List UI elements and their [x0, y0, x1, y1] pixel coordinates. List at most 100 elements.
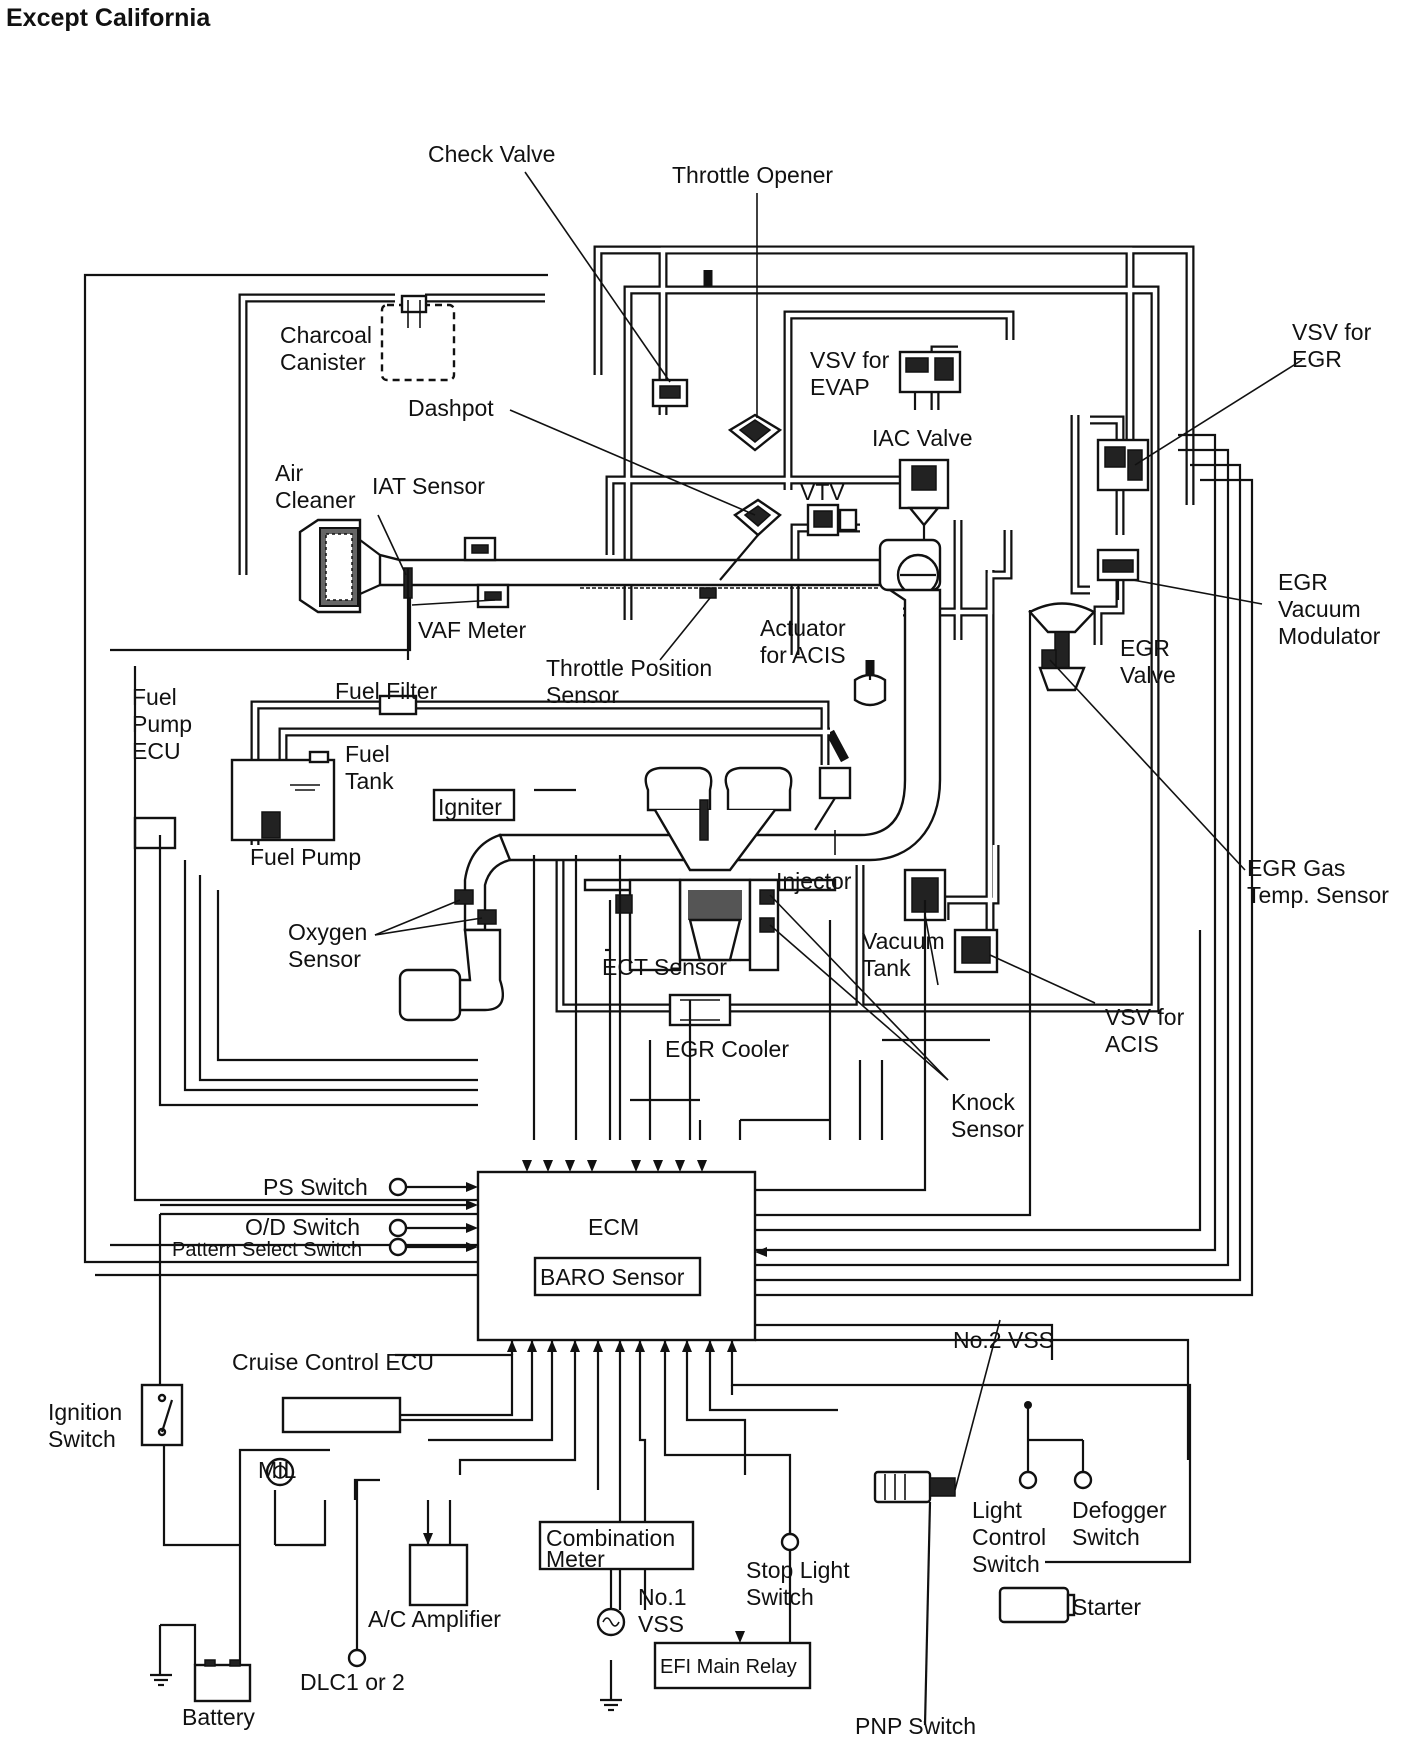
throttle-opener — [727, 413, 783, 452]
label-vtv: VTV — [800, 479, 845, 505]
fuel-filter — [378, 694, 418, 716]
label-dashpot: Dashpot — [408, 395, 494, 421]
label-actuator-acis-2: for ACIS — [760, 642, 846, 668]
egr-valve — [1028, 602, 1096, 692]
label-efi-main-relay: EFI Main Relay — [660, 1656, 797, 1678]
label-iat-sensor: IAT Sensor — [372, 473, 485, 499]
label-throttle-position-sensor-1: Throttle Position — [546, 655, 712, 681]
ecm-wiring — [83, 273, 1254, 1726]
label-no2-vss: No.2 VSS — [953, 1327, 1054, 1353]
label-fuel-filter: Fuel Filter — [335, 678, 438, 704]
combination-meter — [538, 1520, 695, 1571]
iac-valve — [898, 458, 950, 540]
knock-sensor — [759, 889, 775, 933]
label-fuel-tank-1: Fuel — [345, 741, 390, 767]
igniter — [432, 788, 516, 822]
baro-sensor — [533, 1256, 702, 1297]
mil-lamp — [265, 1457, 295, 1487]
label-egr-vacuum-modulator-3: Modulator — [1278, 623, 1381, 649]
label-pattern-select-switch: Pattern Select Switch — [172, 1239, 362, 1261]
egr-vacuum-modulator — [1096, 548, 1140, 600]
label-ac-amplifier: A/C Amplifier — [368, 1606, 501, 1632]
label-light-control-switch-3: Switch — [972, 1551, 1040, 1577]
starter — [998, 1586, 1076, 1624]
ecm-input-arrows-side — [466, 1182, 767, 1257]
label-vsv-egr-1: VSV for — [1292, 319, 1372, 345]
label-knock-sensor-1: Knock — [951, 1089, 1015, 1115]
ecm-input-arrows-top — [522, 1160, 707, 1172]
label-vsv-acis-2: ACIS — [1105, 1031, 1159, 1057]
label-iac-valve: IAC Valve — [872, 425, 973, 451]
no1-vss — [596, 1569, 626, 1637]
label-fuel-pump-ecu-1: Fuel — [132, 684, 177, 710]
label-check-valve: Check Valve — [428, 141, 555, 167]
label-charcoal-canister-1: Charcoal — [280, 322, 372, 348]
label-ect-sensor: ECT Sensor — [602, 954, 727, 980]
dlc-terminal — [347, 1648, 367, 1668]
label-fuel-pump: Fuel Pump — [250, 844, 361, 870]
ect-sensor — [615, 894, 633, 914]
ecm — [476, 1170, 757, 1342]
label-defogger-switch-1: Defogger — [1072, 1497, 1167, 1523]
label-air-cleaner-1: Air — [275, 460, 303, 486]
label-cruise-control-ecu: Cruise Control ECU — [232, 1349, 434, 1375]
label-pnp-switch: PNP Switch — [855, 1713, 976, 1739]
fuel-pump-ecu — [133, 816, 177, 850]
label-igniter: Igniter — [438, 794, 502, 820]
switch-terminals — [160, 1177, 466, 1257]
label-throttle-position-sensor-2: Sensor — [546, 682, 619, 708]
label-ignition-switch-2: Switch — [48, 1426, 116, 1452]
label-baro-sensor: BARO Sensor — [540, 1264, 685, 1290]
injector — [814, 766, 852, 831]
label-battery: Battery — [182, 1704, 255, 1730]
vsv-for-evap — [898, 350, 962, 410]
label-defogger-switch-2: Switch — [1072, 1524, 1140, 1550]
vsv-for-acis — [953, 928, 999, 974]
fuel-tank — [230, 758, 336, 842]
label-stop-light-switch-2: Switch — [746, 1584, 814, 1610]
label-egr-cooler: EGR Cooler — [665, 1036, 789, 1062]
charcoal-canister — [380, 294, 456, 382]
label-vsv-evap-2: EVAP — [810, 374, 870, 400]
label-egr-vacuum-modulator-2: Vacuum — [1278, 596, 1361, 622]
label-no1-vss-1: No.1 — [638, 1584, 687, 1610]
label-throttle-opener: Throttle Opener — [672, 162, 833, 188]
label-egr-vacuum-modulator-1: EGR — [1278, 569, 1328, 595]
label-vacuum-tank-1: Vacuum — [862, 928, 945, 954]
label-charcoal-canister-2: Canister — [280, 349, 366, 375]
vtv — [806, 503, 858, 537]
label-fuel-pump-ecu-3: ECU — [132, 738, 181, 764]
label-fuel-tank-2: Tank — [345, 768, 394, 794]
diagram-title: Except California — [6, 4, 211, 32]
label-od-switch: O/D Switch — [245, 1214, 360, 1240]
leader-lines — [374, 171, 1303, 1491]
label-ps-switch: PS Switch — [263, 1174, 368, 1200]
label-egr-gas-temp-sensor-2: Temp. Sensor — [1247, 882, 1389, 908]
label-combination-meter-2: Meter — [546, 1546, 605, 1572]
label-combination-meter-1: Combination — [546, 1525, 675, 1551]
label-oxygen-sensor-1: Oxygen — [288, 919, 367, 945]
label-light-control-switch-2: Control — [972, 1524, 1046, 1550]
label-no1-vss-2: VSS — [638, 1611, 684, 1637]
label-vsv-acis-1: VSV for — [1105, 1004, 1185, 1030]
label-light-control-switch-1: Light — [972, 1497, 1022, 1523]
label-egr-gas-temp-sensor-1: EGR Gas — [1247, 855, 1345, 881]
label-starter: Starter — [1072, 1594, 1141, 1620]
label-egr-valve-2: Valve — [1120, 662, 1176, 688]
fuel-pump — [261, 811, 281, 839]
label-injector: Injector — [776, 868, 852, 894]
fuel-system — [133, 694, 516, 850]
label-vsv-egr-2: EGR — [1292, 346, 1342, 372]
no2-vss-pnp — [873, 1470, 956, 1726]
battery — [193, 1659, 252, 1703]
dashpot — [719, 498, 782, 581]
ecm-input-arrows-bottom — [507, 1340, 737, 1352]
label-knock-sensor-2: Sensor — [951, 1116, 1024, 1142]
vsv-for-egr — [1096, 438, 1150, 492]
ac-amplifier — [408, 1543, 469, 1607]
label-ecm: ECM — [588, 1214, 639, 1240]
label-air-cleaner-2: Cleaner — [275, 487, 356, 513]
throttle-body — [878, 538, 942, 597]
intake-system — [298, 294, 942, 862]
